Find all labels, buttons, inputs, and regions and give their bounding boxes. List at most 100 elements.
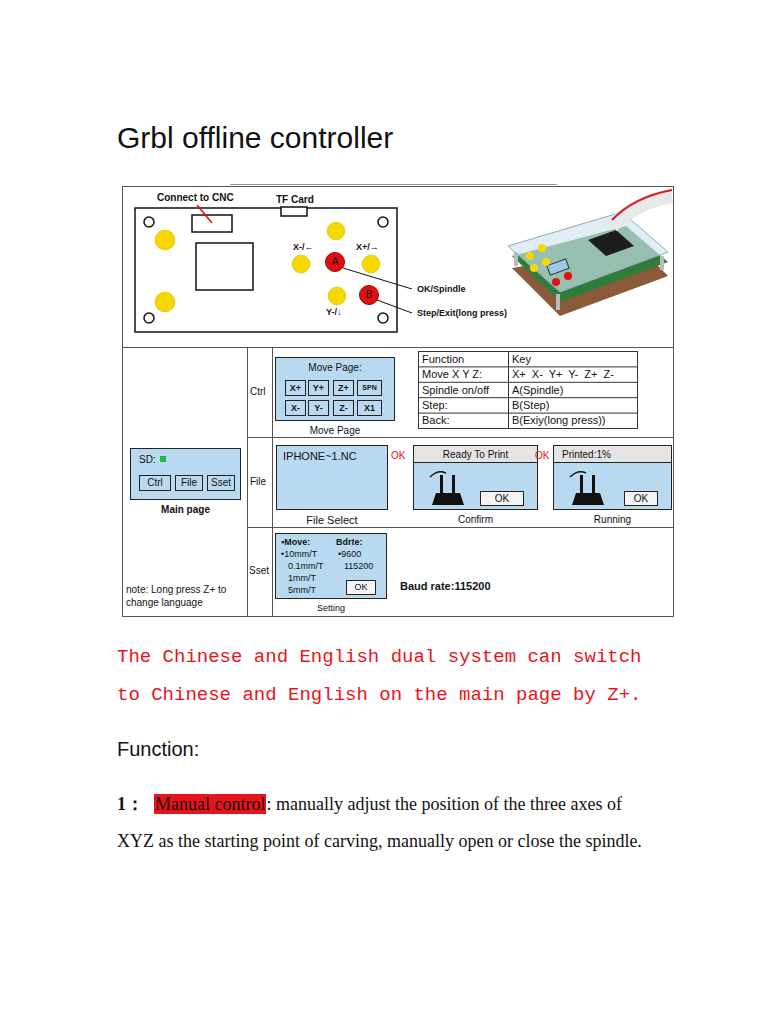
status-bar-text: Ready To Print — [414, 446, 537, 463]
screen-caption: Main page — [131, 504, 240, 516]
yellow-button — [327, 222, 345, 240]
screen-box: SD:Main pageCtrlFileSset — [130, 448, 241, 500]
table-cell: Move X Y Z: — [422, 368, 482, 381]
diagram-frame — [122, 347, 673, 348]
machine-icon — [452, 475, 455, 493]
button-label: B — [366, 289, 373, 301]
button-circle: B — [359, 285, 379, 305]
button-circle: A — [325, 252, 345, 272]
table-cell: B(Exiy(long press)) — [512, 414, 606, 427]
ok-button: OK — [480, 491, 524, 506]
screen-button: Ctrl — [139, 475, 171, 491]
controller-photo — [564, 272, 572, 280]
leader-line — [343, 268, 412, 289]
button-label: Z+ — [338, 383, 349, 394]
yellow-button — [362, 255, 380, 273]
screen-button: SPN — [357, 380, 382, 396]
function-paragraph: 1：Manual control: manually adjust the po… — [117, 786, 662, 860]
controller-photo — [530, 264, 538, 272]
key-label: X+/→ — [356, 242, 379, 253]
item-name: Manual control — [154, 794, 266, 814]
screen-box: Move Page:Move PageX+Y+Z+SPNX-Y-Z-X1 — [275, 357, 395, 421]
yellow-button — [292, 255, 310, 273]
controller-photo — [538, 244, 546, 252]
row-label: File — [250, 476, 266, 488]
screen-text: Move Page: — [276, 362, 394, 374]
key-table-grid — [418, 366, 637, 367]
screen-text: 0.1mm/T — [288, 561, 324, 572]
screen-text: 1mm/T — [288, 573, 316, 584]
section-heading: Function: — [117, 737, 199, 761]
diagram-frame — [247, 347, 248, 616]
callout-label: Step/Exit(long press) — [417, 308, 507, 319]
note-text: note: Long press Z+ to change language — [126, 583, 244, 609]
screen-button: File — [175, 475, 203, 491]
screen-text: 115200 — [344, 561, 373, 572]
screen-button: Z- — [333, 400, 354, 416]
screen-caption: Confirm — [414, 514, 537, 526]
button-label: File — [181, 477, 197, 489]
table-cell: A(Spindle) — [512, 384, 563, 397]
item-number: 1： — [117, 794, 144, 814]
screen-button: Z+ — [333, 380, 354, 396]
pcb-board — [196, 243, 253, 290]
key-label: X-/← — [293, 242, 314, 253]
button-label: Sset — [211, 477, 231, 489]
controller-photo — [660, 256, 664, 270]
screen-button: X- — [285, 400, 306, 416]
screen-button: Y+ — [308, 380, 329, 396]
table-cell: Back: — [422, 414, 450, 427]
button-label: OK — [354, 582, 367, 593]
screen-text: SD: — [139, 454, 166, 466]
button-label: Y+ — [313, 383, 324, 394]
table-cell: Key — [512, 353, 531, 366]
screen-text: Bdrte: — [336, 537, 363, 548]
button-label: Z- — [339, 403, 348, 414]
callout-label: Connect to CNC — [157, 192, 234, 204]
diagram-frame — [272, 347, 273, 616]
screen-caption: Move Page — [276, 425, 394, 437]
leader-line — [343, 268, 412, 313]
machine-icon — [592, 475, 595, 493]
screen-text: 5mm/T — [288, 585, 316, 596]
callout-label: OK/Spindle — [417, 284, 466, 295]
controller-photo — [508, 212, 668, 292]
title-rule — [230, 184, 557, 185]
yellow-button — [155, 292, 175, 312]
button-label: X- — [291, 403, 300, 414]
screen-box: ▪Move:Bdrte:•10mm/T•96000.1mm/T1152001mm… — [275, 533, 387, 599]
controller-photo — [542, 258, 550, 266]
yellow-button — [155, 230, 175, 250]
screen-text: ▪Move: — [281, 537, 310, 548]
controller-photo — [588, 230, 634, 256]
screen-button: Y- — [308, 400, 329, 416]
key-table-grid — [508, 351, 509, 428]
transition-label: OK — [391, 450, 405, 462]
diagram-frame — [247, 527, 673, 528]
pcb-board — [378, 313, 388, 323]
key-table-grid — [418, 382, 637, 383]
screen-caption: Running — [554, 514, 671, 526]
title-rule — [230, 184, 557, 185]
button-label: X1 — [364, 403, 375, 414]
key-table-grid — [419, 352, 638, 429]
table-cell: Step: — [422, 399, 448, 412]
screen-button: X+ — [285, 380, 306, 396]
status-bar-text: Printed:1% — [554, 446, 671, 463]
button-label: A — [332, 256, 339, 268]
transition-label: OK — [535, 450, 549, 462]
pcb-board — [144, 217, 154, 227]
key-label: Y-/↓ — [326, 307, 342, 318]
screen-box: Ready To PrintConfirmOK — [413, 445, 538, 510]
screen-caption: File Select — [277, 514, 387, 527]
key-table-grid — [418, 397, 637, 398]
controller-photo — [556, 294, 560, 310]
notice-text: The Chinese and English dual system can … — [117, 638, 662, 714]
machine-icon — [572, 493, 604, 505]
machine-icon — [570, 472, 586, 477]
screen-box: IPHONE~1.NCFile Select — [276, 445, 388, 510]
screen-text: IPHONE~1.NC — [283, 450, 357, 463]
yellow-button — [328, 287, 346, 305]
controller-photo — [508, 190, 672, 316]
